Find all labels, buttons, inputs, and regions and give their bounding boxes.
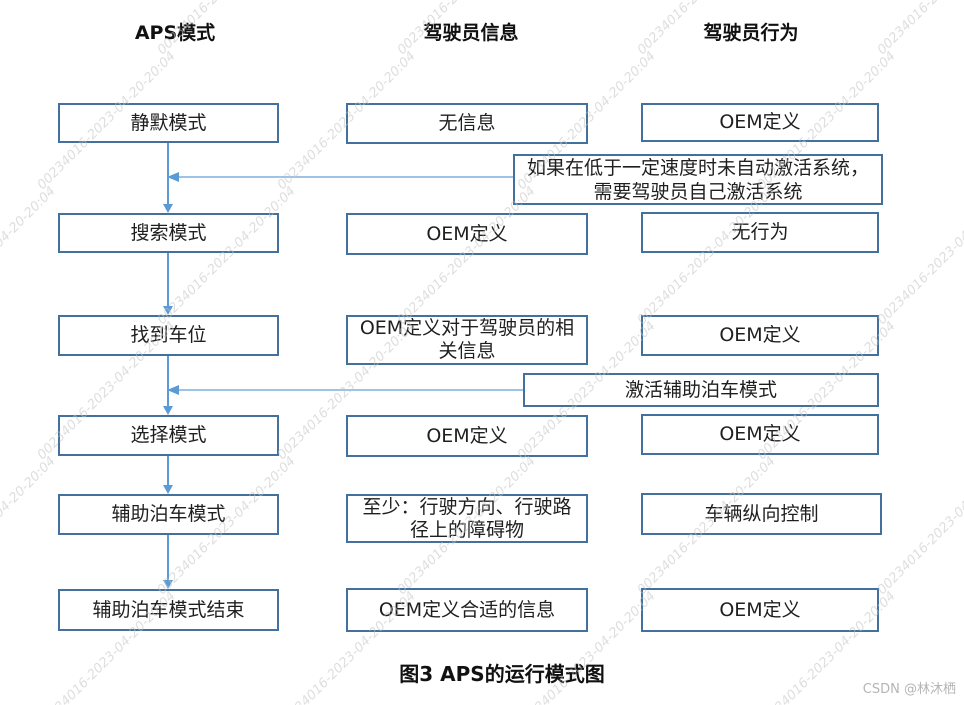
watermark-text: 00234016-2023-04-20-20:04: [154, 183, 299, 328]
note-manual-activation: 如果在低于一定速度时未自动激活系统，需要驾驶员自己激活系统: [513, 154, 883, 205]
watermark-text: 00234016-2023-04-20-20:04: [875, 0, 964, 58]
column-header-driver-behavior: 驾驶员行为: [703, 22, 799, 44]
arrow-left-icon: [167, 385, 179, 395]
connector-search-to-found: [167, 253, 169, 306]
connector-note1-to-flow: [178, 176, 513, 178]
column-header-driver-info: 驾驶员信息: [423, 22, 519, 44]
box-behavior-oem-4: OEM定义: [641, 588, 879, 632]
box-mode-assist-end: 辅助泊车模式结束: [58, 589, 279, 631]
connector-found-to-select: [167, 356, 169, 406]
box-behavior-oem-2: OEM定义: [641, 315, 879, 356]
connector-note2-to-flow: [178, 389, 523, 391]
box-info-oem-2: OEM定义: [346, 415, 588, 457]
arrow-down-icon: [163, 406, 173, 415]
box-behavior-oem-3: OEM定义: [641, 414, 879, 455]
watermark-text: 00234016-2023-04-20-20:04: [874, 453, 964, 598]
watermark-text: 00234016-2023-04-20-20:04: [0, 453, 59, 598]
box-mode-assist-park: 辅助泊车模式: [58, 494, 279, 535]
box-info-none: 无信息: [346, 103, 588, 144]
connector-assist-to-end: [167, 535, 169, 580]
arrow-down-icon: [163, 204, 173, 213]
connector-select-to-assist: [167, 456, 169, 485]
box-info-oem-suitable: OEM定义合适的信息: [346, 588, 588, 632]
arrow-down-icon: [163, 580, 173, 589]
column-header-aps-mode: APS模式: [134, 22, 216, 44]
box-mode-search: 搜索模式: [58, 213, 279, 253]
watermark-text: 00234016-2023-04-20-20:04: [634, 183, 779, 328]
box-behavior-longitudinal: 车辆纵向控制: [641, 493, 882, 535]
box-mode-slot-found: 找到车位: [58, 315, 279, 356]
box-info-minimum: 至少：行驶方向、行驶路径上的障碍物: [346, 494, 588, 543]
box-mode-select: 选择模式: [58, 415, 279, 456]
box-mode-silent: 静默模式: [58, 103, 279, 143]
watermark-text: 00234016-2023-04-20-20:04: [0, 183, 59, 328]
box-behavior-none: 无行为: [641, 212, 879, 253]
watermark-text: 00234016-2023-04-20-20:04: [0, 0, 59, 58]
box-behavior-oem-1: OEM定义: [641, 103, 879, 142]
box-info-oem-driver: OEM定义对于驾驶员的相关信息: [346, 315, 588, 365]
watermark-text: 00234016-2023-04-20-20:04: [394, 183, 539, 328]
csdn-credit: CSDN @林沐栖: [862, 682, 956, 697]
arrow-down-icon: [163, 485, 173, 494]
arrow-down-icon: [163, 306, 173, 315]
box-info-oem-1: OEM定义: [346, 213, 588, 255]
arrow-left-icon: [167, 172, 179, 182]
watermark-text: 00234016-2023-04-20-20:04: [874, 183, 964, 328]
note-activate-assist-park: 激活辅助泊车模式: [523, 373, 879, 407]
figure-caption: 图3 APS的运行模式图: [399, 662, 605, 686]
